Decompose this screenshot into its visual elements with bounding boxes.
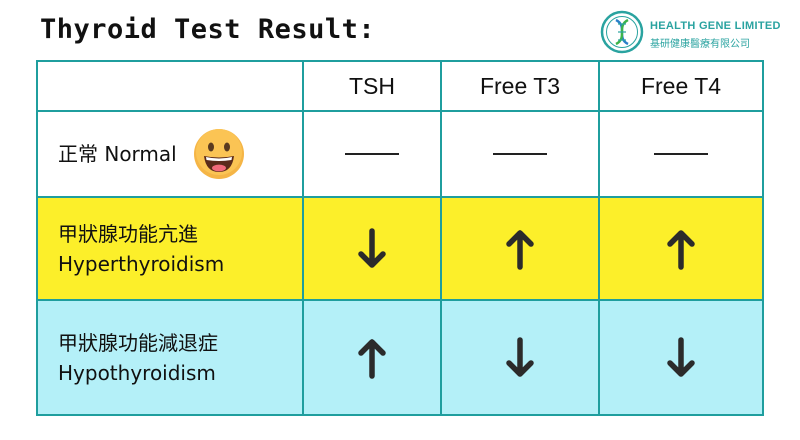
arrow-up-icon xyxy=(667,229,695,270)
dash-icon xyxy=(654,153,708,155)
arrow-up-icon xyxy=(358,338,386,379)
arrow-up-icon xyxy=(506,229,534,270)
cell-hyper-free-t4 xyxy=(600,198,762,301)
dash-icon xyxy=(345,153,399,155)
hypothyroidism-label-zh: 甲狀腺功能減退症 xyxy=(58,330,218,355)
cell-hypo-free-t4 xyxy=(600,301,762,414)
arrow-down-icon xyxy=(667,336,695,377)
column-header-free-t3: Free T3 xyxy=(442,62,600,112)
smiling-face-emoji-icon xyxy=(193,129,244,179)
logo-name-en: HEALTH GENE LIMITED xyxy=(650,20,781,32)
page-title: Thyroid Test Result: xyxy=(40,14,376,45)
row-label-hypothyroidism: 甲狀腺功能減退症 Hypothyroidism xyxy=(38,301,304,414)
cell-hypo-tsh xyxy=(304,301,442,414)
header-corner xyxy=(38,62,304,112)
arrow-down-icon xyxy=(506,336,534,377)
cell-hyper-tsh xyxy=(304,198,442,301)
column-header-free-t4: Free T4 xyxy=(600,62,762,112)
cell-hypo-free-t3 xyxy=(442,301,600,414)
hyperthyroidism-label-en: Hyperthyroidism xyxy=(58,251,225,276)
dash-icon xyxy=(493,153,547,155)
cell-normal-free-t3 xyxy=(442,112,600,198)
hypothyroidism-label-en: Hypothyroidism xyxy=(58,360,216,385)
column-header-tsh: TSH xyxy=(304,62,442,112)
normal-label: 正常 Normal xyxy=(58,142,177,166)
thyroid-result-table: TSH Free T3 Free T4 正常 Normal 甲狀腺功能亢進 Hy… xyxy=(36,60,764,416)
row-label-hyperthyroidism: 甲狀腺功能亢進 Hyperthyroidism xyxy=(38,198,304,301)
arrow-down-icon xyxy=(358,227,386,268)
hyperthyroidism-label-zh: 甲狀腺功能亢進 xyxy=(58,221,198,246)
cell-hyper-free-t3 xyxy=(442,198,600,301)
cell-normal-tsh xyxy=(304,112,442,198)
row-label-normal: 正常 Normal xyxy=(38,112,304,198)
cell-normal-free-t4 xyxy=(600,112,762,198)
company-logo: HEALTH GENE LIMITED 基研健康醫療有限公司 xyxy=(600,10,790,56)
logo-name-zh: 基研健康醫療有限公司 xyxy=(650,39,750,50)
dna-helix-icon xyxy=(600,10,644,54)
